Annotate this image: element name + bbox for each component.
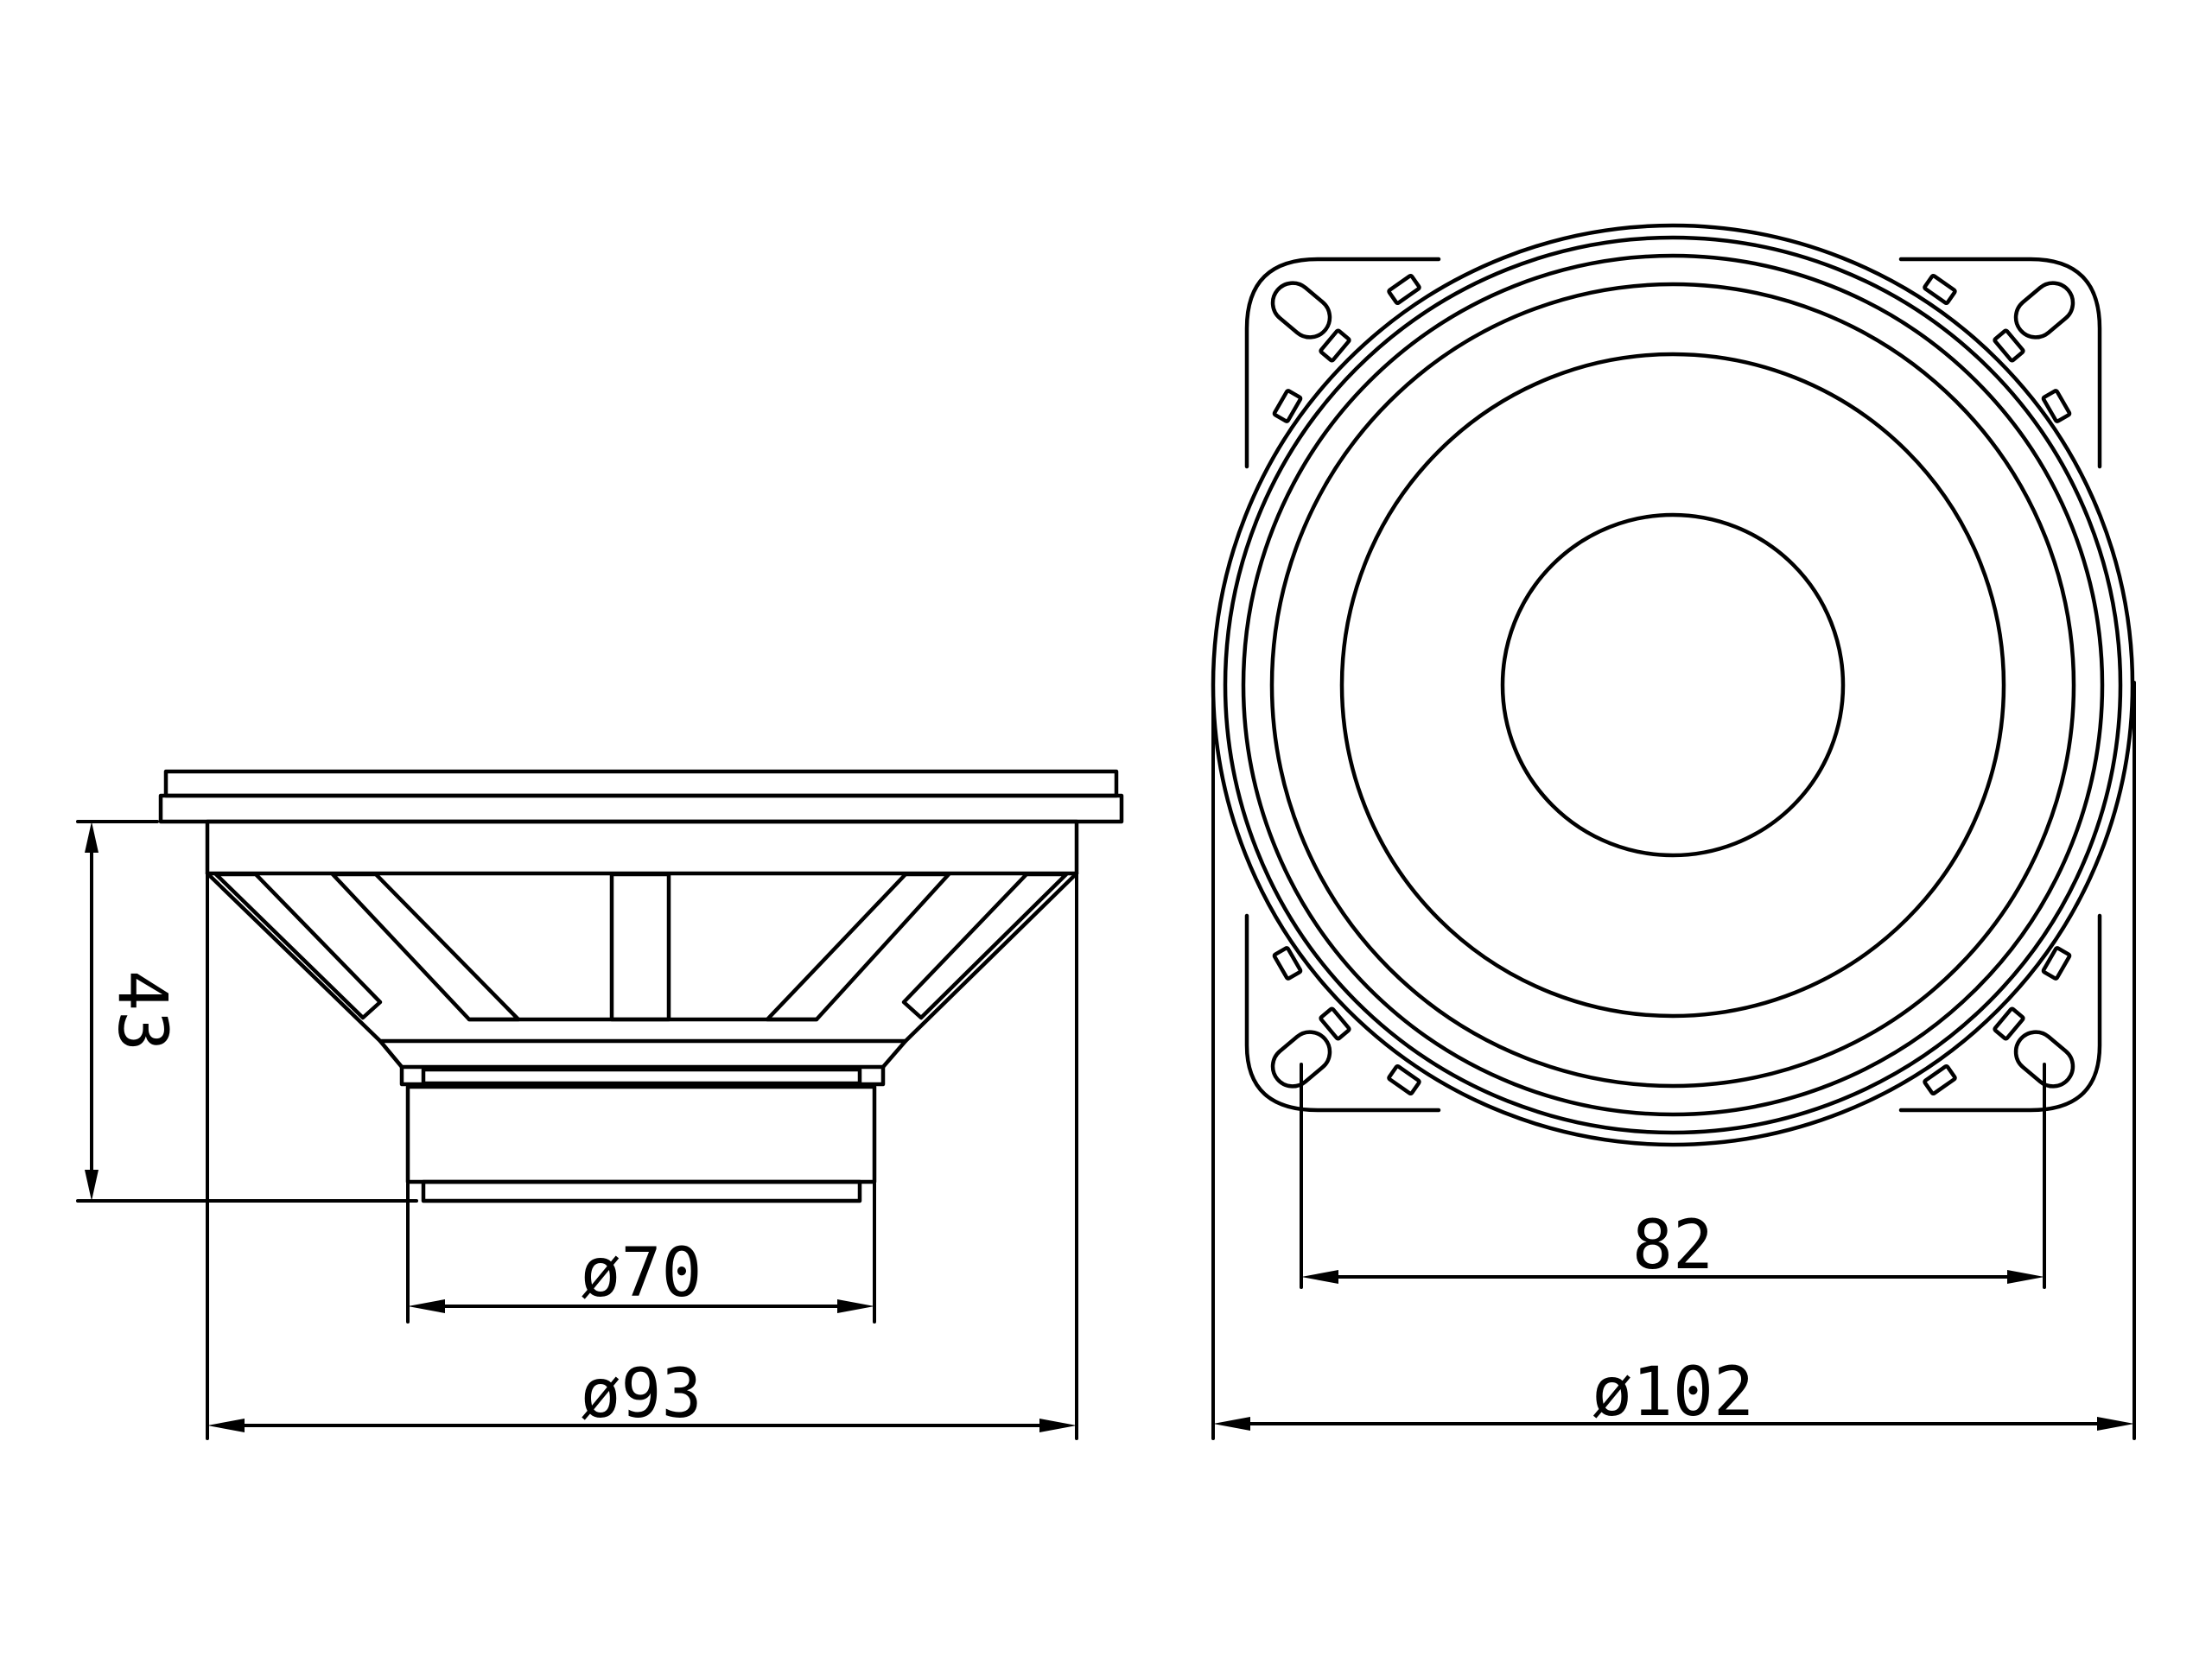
- rim-tab: [1387, 273, 1421, 306]
- front-view-dimensions: 82 ø102: [1211, 681, 2136, 1440]
- basket-bottom-right: [880, 1038, 908, 1070]
- outer-dimension-label: ø102: [1592, 1354, 1754, 1432]
- front-flange-base: [158, 793, 1124, 824]
- surround-outer: [1241, 253, 2105, 1117]
- magnet-arrow-left: [408, 1299, 445, 1313]
- back-plate: [421, 1179, 862, 1203]
- mount-hole-bottom-left: [1270, 1030, 1332, 1089]
- rim-tab: [1993, 1006, 2025, 1041]
- magnet: [405, 1084, 877, 1184]
- basket-rim: [205, 819, 1079, 876]
- hole-arrow-right: [2007, 1270, 2044, 1284]
- frame-arrow-left: [207, 1419, 245, 1432]
- mount-corner-top-left: [1244, 257, 1441, 469]
- rim-tab: [1923, 273, 1957, 306]
- frame-arrow-right: [1039, 1419, 1077, 1432]
- rim-tabs: [1272, 273, 2072, 1096]
- mount-corner-top-right: [1898, 257, 2102, 469]
- outer-arrow-left: [1213, 1417, 1250, 1431]
- outer-rim: [1211, 223, 2135, 1147]
- hole-arrow-left: [1301, 1270, 1338, 1284]
- outer-arrow-right: [2097, 1417, 2134, 1431]
- rim-inner-edge: [1223, 235, 2123, 1135]
- cone-edge: [1339, 352, 2006, 1019]
- rim-tab: [2041, 946, 2072, 981]
- rim-tab: [1272, 946, 1303, 981]
- front-view: [1211, 223, 2135, 1147]
- rim-tab: [1993, 328, 2025, 363]
- basket-strut-left-outer: [213, 872, 383, 1020]
- height-dimension-label: 43: [103, 970, 181, 1051]
- rim-tab: [1319, 328, 1351, 363]
- basket-strut-center: [609, 872, 671, 1022]
- mount-corner-bottom-left: [1244, 913, 1441, 1113]
- hole-spacing-label: 82: [1632, 1207, 1713, 1285]
- mount-hole-top-right: [2013, 281, 2075, 340]
- magnet-arrow-right: [837, 1299, 874, 1313]
- mount-hole-bottom-right: [2013, 1030, 2075, 1089]
- mount-hole-top-left: [1270, 281, 1332, 340]
- basket-strut-right-inner: [765, 872, 951, 1022]
- magnet-dimension-label: ø70: [581, 1235, 702, 1312]
- dust-cap: [1500, 512, 1846, 858]
- frame-dimension-label: ø93: [581, 1355, 702, 1433]
- side-view: [158, 769, 1124, 1203]
- side-view-dimensions: 43 ø70 ø93: [76, 820, 1078, 1440]
- basket-bottom-left: [378, 1038, 404, 1070]
- basket-strut-right-outer: [901, 872, 1069, 1020]
- mount-corner-bottom-right: [1898, 913, 2102, 1113]
- rim-tab: [1272, 389, 1303, 423]
- rim-tab: [1923, 1063, 1957, 1096]
- pole-ring: [421, 1067, 862, 1086]
- rim-tab: [1319, 1006, 1351, 1041]
- surround-inner: [1269, 282, 2076, 1089]
- basket-outer: [205, 871, 1079, 1044]
- front-flange-top: [163, 769, 1119, 798]
- basket-strut-left-inner: [330, 872, 521, 1022]
- rim-tab: [1387, 1063, 1421, 1096]
- height-arrow-top: [85, 822, 99, 853]
- rim-tab: [2041, 389, 2072, 423]
- height-arrow-bottom: [85, 1170, 99, 1201]
